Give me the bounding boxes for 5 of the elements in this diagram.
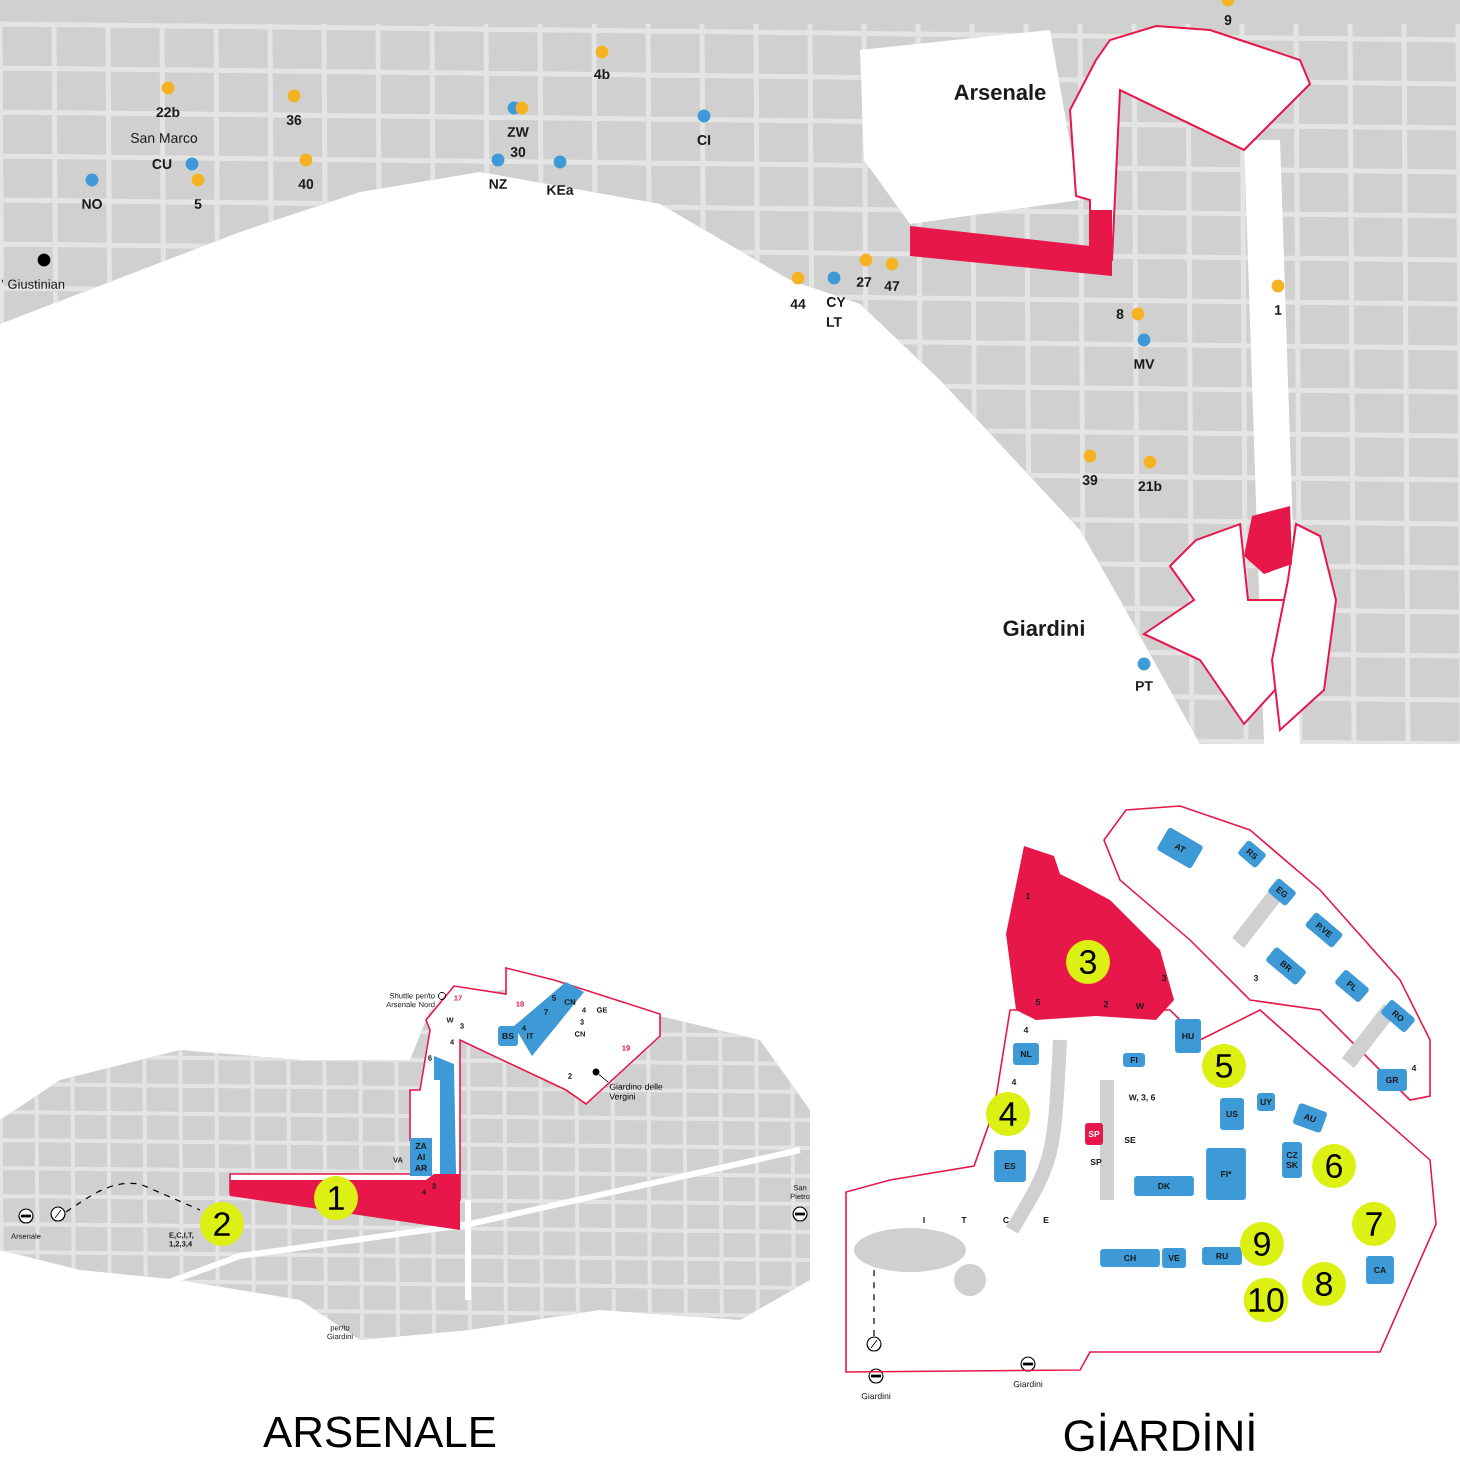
place-label: Arsenale [954, 83, 1046, 101]
map-title: GİARDİNİ [1064, 1412, 1254, 1452]
place-label: Giardini [1003, 619, 1084, 637]
map-title: ARSENALE [263, 1416, 496, 1448]
leader-line [598, 1074, 609, 1083]
